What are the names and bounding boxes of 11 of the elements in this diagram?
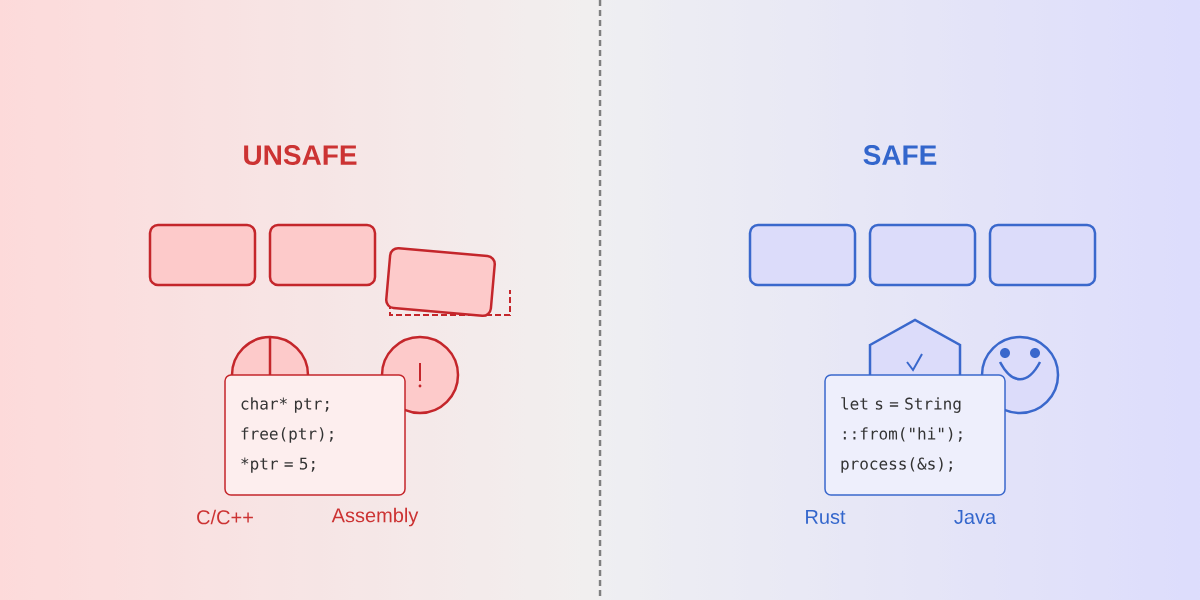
memory-block bbox=[268, 223, 377, 287]
side-heading: UNSAFE bbox=[244, 145, 357, 165]
memory-block bbox=[988, 223, 1097, 287]
side-heading: SAFE bbox=[863, 145, 937, 165]
memory-block bbox=[868, 223, 977, 287]
language-label: Rust bbox=[806, 510, 846, 524]
language-label: C/C++ bbox=[197, 509, 253, 525]
memory-block bbox=[748, 223, 857, 287]
code-box: char* ptr; free(ptr); *ptr = 5; bbox=[224, 374, 406, 496]
memory-block bbox=[148, 223, 257, 287]
code-box: let s = String ::from("hi"); process(&s); bbox=[824, 374, 1006, 496]
